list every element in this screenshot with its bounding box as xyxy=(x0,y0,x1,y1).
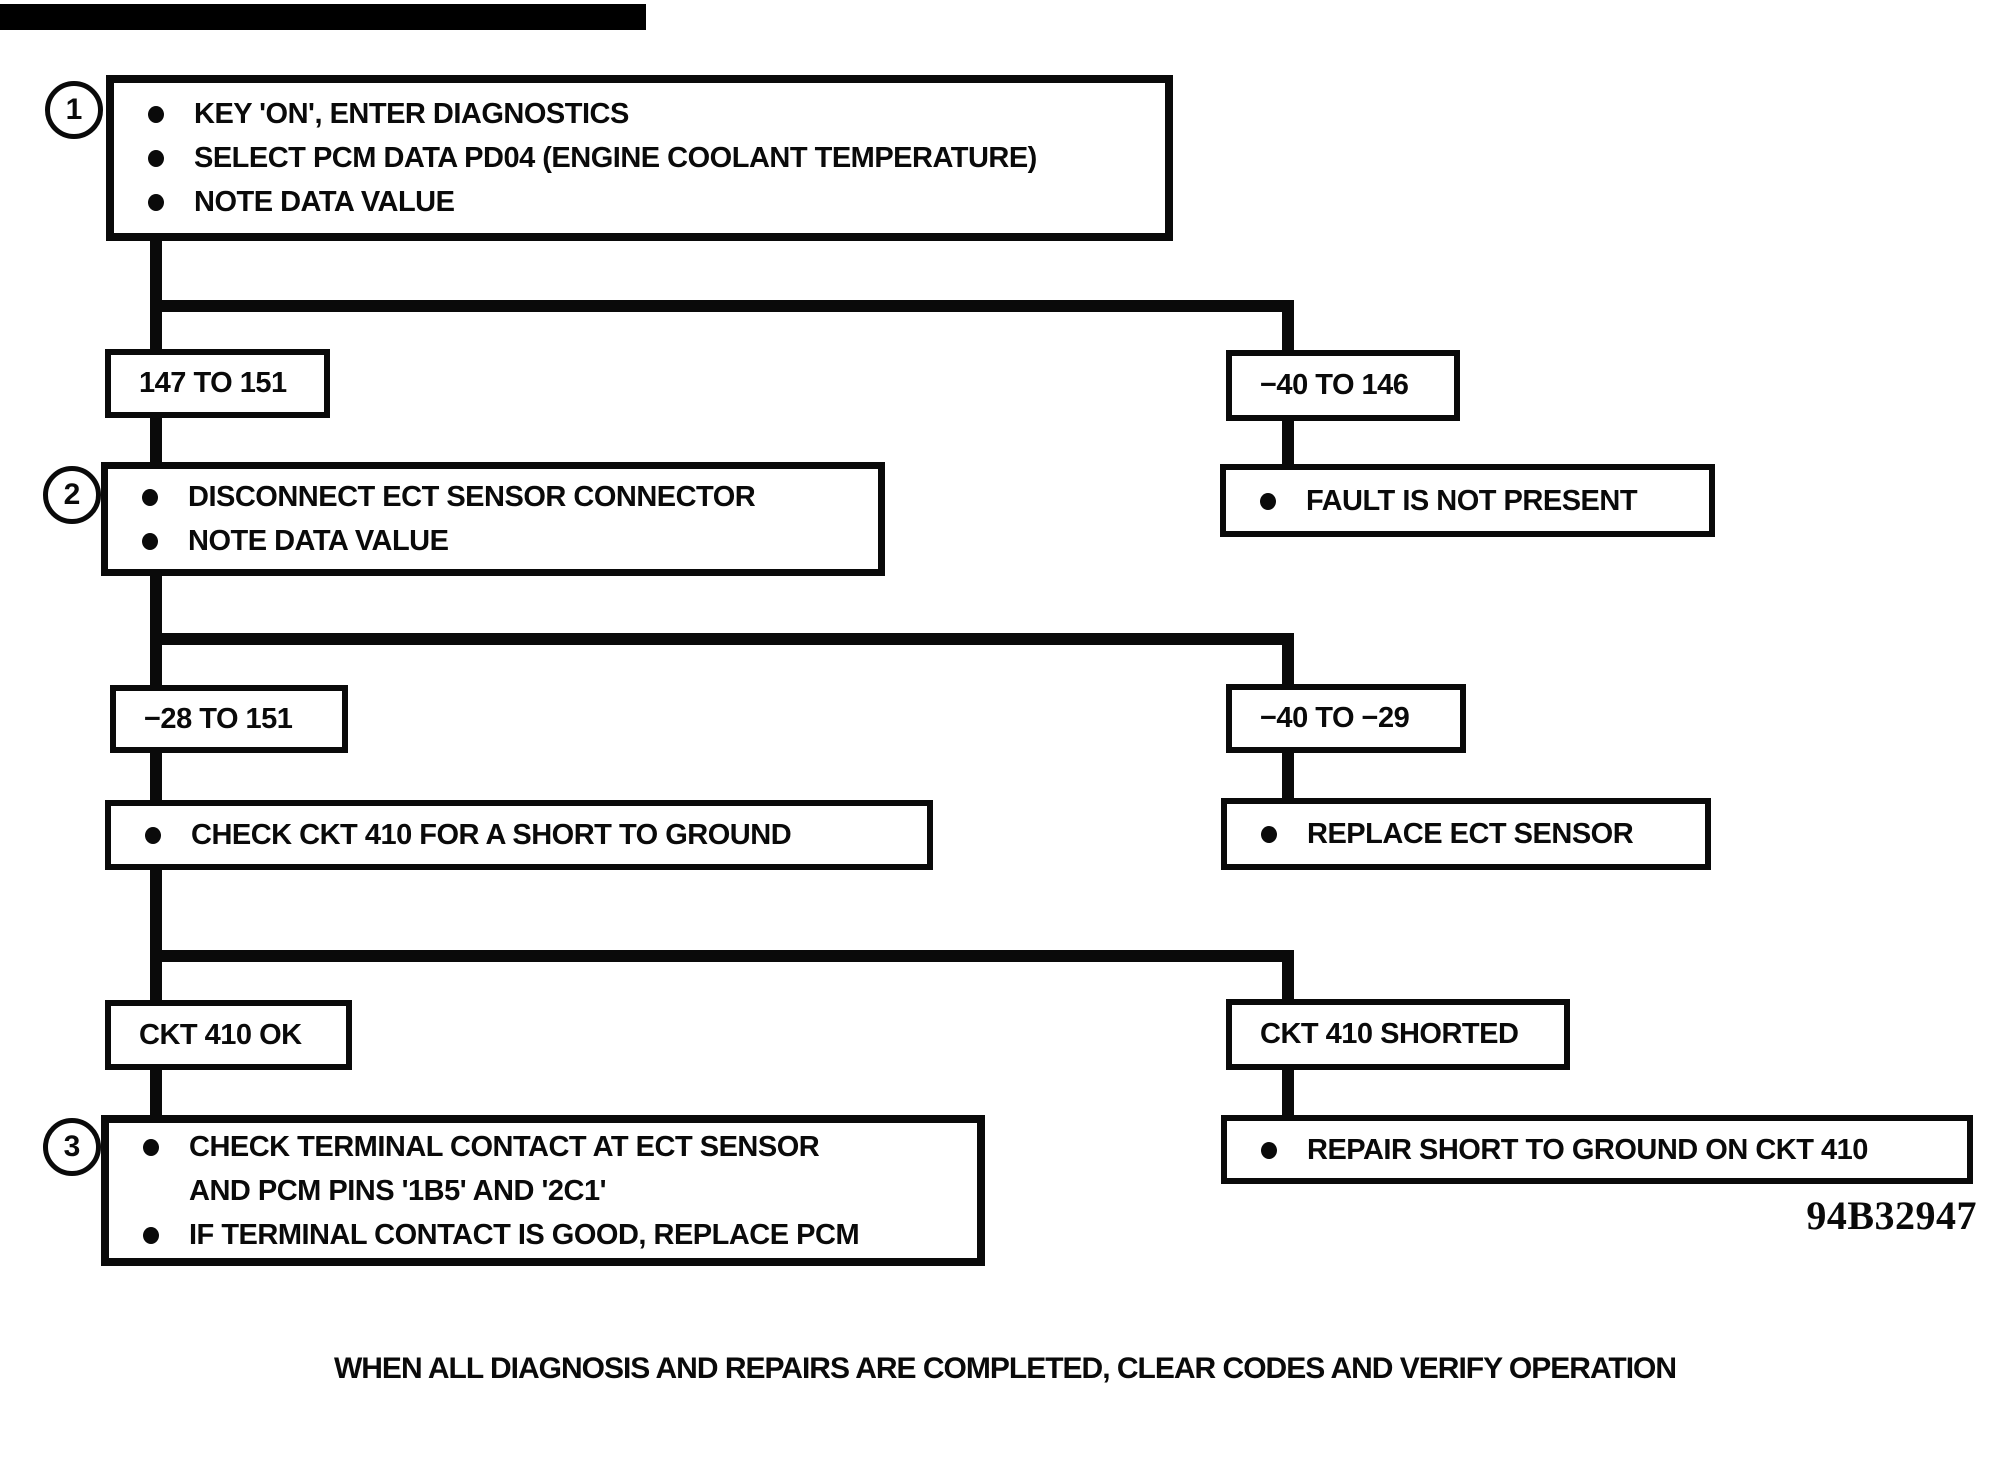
step-3-number-circle: 3 xyxy=(43,1118,101,1176)
bullet-item: REPLACE ECT SENSOR xyxy=(1227,812,1705,856)
step-1-number: 1 xyxy=(65,93,83,126)
bullet-item: DISCONNECT ECT SENSOR CONNECTOR xyxy=(108,475,878,519)
bullet-item: CHECK CKT 410 FOR A SHORT TO GROUND xyxy=(111,813,927,857)
bullet-icon xyxy=(145,827,161,844)
bullet-icon xyxy=(148,106,164,123)
step-2-box: DISCONNECT ECT SENSOR CONNECTOR NOTE DAT… xyxy=(101,462,885,576)
bullet-text-line2: AND PCM PINS '1B5' AND '2C1' xyxy=(189,1174,606,1207)
bullet-item: CHECK TERMINAL CONTACT AT ECT SENSOR AND … xyxy=(109,1125,977,1213)
scan-artifact-bar xyxy=(0,4,646,30)
value-box-minus28-to-151: −28 TO 151 xyxy=(110,685,348,753)
connector-147-to-step2 xyxy=(150,416,162,466)
connector-28-to-checkckt xyxy=(150,751,162,804)
connector-29-to-replace xyxy=(1282,751,1294,802)
check-ckt-410-box: CHECK CKT 410 FOR A SHORT TO GROUND xyxy=(105,800,933,870)
step-1-number-circle: 1 xyxy=(45,81,103,139)
bullet-item: SELECT PCM DATA PD04 (ENGINE COOLANT TEM… xyxy=(114,136,1165,180)
value-box-minus40-to-minus29: −40 TO −29 xyxy=(1226,684,1466,753)
footer-instruction: WHEN ALL DIAGNOSIS AND REPAIRS ARE COMPL… xyxy=(333,1352,1677,1385)
bullet-item: IF TERMINAL CONTACT IS GOOD, REPLACE PCM xyxy=(109,1213,977,1257)
bullet-item: FAULT IS NOT PRESENT xyxy=(1226,479,1709,523)
value-label: 147 TO 151 xyxy=(139,367,287,399)
bullet-item: NOTE DATA VALUE xyxy=(114,180,1165,224)
value-label: CKT 410 OK xyxy=(139,1018,302,1051)
connector-branch2-horizontal xyxy=(150,633,1294,645)
bullet-icon xyxy=(143,1226,159,1244)
bullet-icon xyxy=(1261,826,1277,843)
connector-cktok-to-step3 xyxy=(150,1068,162,1119)
connector-branch3-right-down xyxy=(1282,950,1294,1003)
connector-branch3-horizontal xyxy=(150,950,1294,962)
step-2-number-circle: 2 xyxy=(43,466,101,524)
connector-branch1-horizontal xyxy=(150,300,1294,312)
value-box-147-to-151: 147 TO 151 xyxy=(105,349,330,418)
bullet-item: KEY 'ON', ENTER DIAGNOSTICS xyxy=(114,92,1165,136)
bullet-item: NOTE DATA VALUE xyxy=(108,519,878,563)
bullet-text: KEY 'ON', ENTER DIAGNOSTICS xyxy=(194,98,629,130)
value-label: −40 TO 146 xyxy=(1260,369,1409,401)
value-label: −40 TO −29 xyxy=(1260,702,1410,734)
fault-not-present-box: FAULT IS NOT PRESENT xyxy=(1220,464,1715,537)
connector-step1-down xyxy=(150,239,162,353)
bullet-icon xyxy=(148,150,164,167)
repair-short-box: REPAIR SHORT TO GROUND ON CKT 410 xyxy=(1221,1115,1973,1184)
bullet-icon xyxy=(142,489,158,506)
bullet-text: DISCONNECT ECT SENSOR CONNECTOR xyxy=(188,481,756,513)
bullet-icon xyxy=(1260,492,1276,510)
bullet-icon xyxy=(148,194,164,211)
step-3-box: CHECK TERMINAL CONTACT AT ECT SENSOR AND … xyxy=(101,1115,985,1266)
bullet-text: CHECK CKT 410 FOR A SHORT TO GROUND xyxy=(191,819,792,851)
bullet-item: REPAIR SHORT TO GROUND ON CKT 410 xyxy=(1227,1128,1967,1172)
connector-branch2-right-down xyxy=(1282,633,1294,688)
bullet-icon xyxy=(142,533,158,550)
bullet-icon xyxy=(1261,1141,1277,1159)
value-box-minus40-to-146: −40 TO 146 xyxy=(1226,350,1460,421)
connector-146-to-fault xyxy=(1282,419,1294,468)
bullet-text: SELECT PCM DATA PD04 (ENGINE COOLANT TEM… xyxy=(194,142,1037,174)
connector-step2-down xyxy=(150,574,162,689)
bullet-text: IF TERMINAL CONTACT IS GOOD, REPLACE PCM xyxy=(189,1218,860,1251)
value-box-ckt-410-shorted: CKT 410 SHORTED xyxy=(1226,999,1570,1070)
step-2-number: 2 xyxy=(63,478,81,511)
figure-number: 94B32947 xyxy=(1806,1193,1977,1238)
bullet-icon xyxy=(143,1138,159,1156)
connector-branch1-right-down xyxy=(1282,300,1294,354)
bullet-text: NOTE DATA VALUE xyxy=(194,186,455,218)
bullet-text: REPAIR SHORT TO GROUND ON CKT 410 xyxy=(1307,1133,1868,1166)
value-box-ckt-410-ok: CKT 410 OK xyxy=(105,1000,352,1070)
step-1-box: KEY 'ON', ENTER DIAGNOSTICS SELECT PCM D… xyxy=(106,75,1173,241)
bullet-text: NOTE DATA VALUE xyxy=(188,525,449,557)
connector-checkckt-down xyxy=(150,868,162,1004)
bullet-text: FAULT IS NOT PRESENT xyxy=(1306,484,1638,517)
bullet-text: CHECK TERMINAL CONTACT AT ECT SENSOR AND … xyxy=(189,1125,820,1213)
step-3-number: 3 xyxy=(63,1130,81,1163)
bullet-text: REPLACE ECT SENSOR xyxy=(1307,818,1634,850)
connector-shorted-to-repair xyxy=(1282,1068,1294,1119)
replace-ect-sensor-box: REPLACE ECT SENSOR xyxy=(1221,798,1711,870)
value-label: CKT 410 SHORTED xyxy=(1260,1018,1519,1050)
value-label: −28 TO 151 xyxy=(144,702,293,735)
bullet-text-line1: CHECK TERMINAL CONTACT AT ECT SENSOR xyxy=(189,1130,820,1163)
